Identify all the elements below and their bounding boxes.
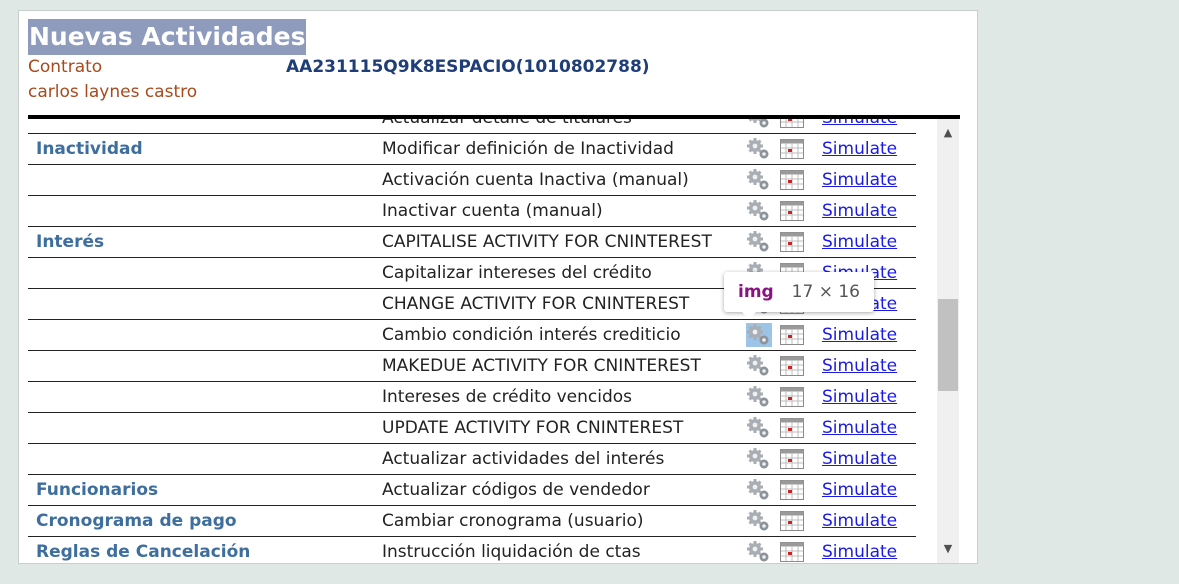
activity-description: Capitalizar intereses del crédito	[382, 257, 736, 289]
calendar-icon[interactable]	[780, 201, 804, 221]
scroll-up-arrow-icon[interactable]: ▲	[943, 126, 953, 139]
simulate-link[interactable]: Simulate	[822, 356, 898, 376]
activity-description: Inactivar cuenta (manual)	[382, 195, 736, 227]
calendar-icon[interactable]	[780, 542, 804, 562]
contract-value: AA231115Q9K8ESPACIO(1010802788)	[286, 57, 650, 77]
simulate-link[interactable]: Simulate	[822, 511, 898, 531]
simulate-link[interactable]: Simulate	[822, 325, 898, 345]
activity-description: CAPITALISE ACTIVITY FOR CNINTEREST	[382, 226, 736, 258]
simulate-link[interactable]: Simulate	[822, 418, 898, 438]
calendar-icon[interactable]	[780, 139, 804, 159]
activity-description: Actualizar actividades del interés	[382, 443, 736, 475]
gear-icon[interactable]	[746, 137, 772, 161]
activities-scroll-area[interactable]: Actualizar detalle de titularesSimulateI…	[28, 119, 936, 563]
simulate-link[interactable]: Simulate	[822, 542, 898, 562]
activity-description: Instrucción liquidación de ctas	[382, 536, 736, 563]
product-group-label: Funcionarios	[28, 474, 382, 506]
table-row: Inactivar cuenta (manual) Simulate	[28, 195, 916, 227]
table-row: Intereses de crédito vencidos Simulate	[28, 381, 916, 413]
activity-description: Cambiar cronograma (usuario)	[382, 505, 736, 537]
gear-icon[interactable]	[746, 119, 772, 130]
product-group-label	[28, 319, 382, 351]
page-title: Nuevas Actividades	[28, 19, 307, 55]
tooltip-size: 17 × 16	[791, 282, 860, 302]
table-row: Cambio condición interés crediticio Simul…	[28, 319, 916, 351]
gear-icon[interactable]	[746, 199, 772, 223]
gear-icon[interactable]	[746, 478, 772, 502]
scroll-down-arrow-icon[interactable]: ▼	[943, 542, 953, 555]
gear-icon[interactable]	[746, 230, 772, 254]
scrollbar-thumb[interactable]	[938, 299, 958, 391]
product-group-label	[28, 350, 382, 382]
activity-description: UPDATE ACTIVITY FOR CNINTEREST	[382, 412, 736, 444]
gear-icon[interactable]	[746, 323, 772, 347]
devtools-tooltip: img 17 × 16	[724, 272, 874, 319]
product-group-label	[28, 119, 382, 134]
activity-description: Actualizar detalle de titulares	[382, 119, 736, 134]
activity-description: Cambio condición interés crediticio	[382, 319, 736, 351]
simulate-link[interactable]: Simulate	[822, 139, 898, 159]
product-group-label	[28, 381, 382, 413]
simulate-link[interactable]: Simulate	[822, 119, 897, 128]
gear-icon[interactable]	[746, 385, 772, 409]
simulate-link[interactable]: Simulate	[822, 480, 898, 500]
calendar-icon[interactable]	[780, 387, 804, 407]
simulate-link[interactable]: Simulate	[822, 201, 898, 221]
gear-icon[interactable]	[746, 354, 772, 378]
tooltip-tag: img	[738, 282, 774, 302]
activity-description: Activación cuenta Inactiva (manual)	[382, 164, 736, 196]
calendar-icon[interactable]	[780, 325, 804, 345]
table-row: Actualizar actividades del interés Simula…	[28, 443, 916, 475]
table-row: MAKEDUE ACTIVITY FOR CNINTEREST Simulate	[28, 350, 916, 382]
product-group-label	[28, 195, 382, 227]
activity-description: CHANGE ACTIVITY FOR CNINTEREST	[382, 288, 736, 320]
customer-name: carlos laynes castro	[28, 82, 198, 102]
gear-icon[interactable]	[746, 509, 772, 533]
gear-icon[interactable]	[746, 416, 772, 440]
activity-description: MAKEDUE ACTIVITY FOR CNINTEREST	[382, 350, 736, 382]
calendar-icon[interactable]	[780, 170, 804, 190]
product-group-label	[28, 257, 382, 289]
calendar-icon[interactable]	[780, 119, 804, 128]
product-group-label: Cronograma de pago	[28, 505, 382, 537]
simulate-link[interactable]: Simulate	[822, 387, 898, 407]
simulate-link[interactable]: Simulate	[822, 449, 898, 469]
gear-icon[interactable]	[746, 540, 772, 563]
product-group-label: Interés	[28, 226, 382, 258]
product-group-label	[28, 164, 382, 196]
table-row: Activación cuenta Inactiva (manual) Simul…	[28, 164, 916, 196]
product-group-label: Inactividad	[28, 133, 382, 165]
contract-label: Contrato	[28, 57, 103, 77]
product-group-label	[28, 288, 382, 320]
gear-icon[interactable]	[746, 168, 772, 192]
header-divider	[28, 115, 960, 119]
activity-description: Modificar definición de Inactividad	[382, 133, 736, 165]
simulate-link[interactable]: Simulate	[822, 170, 898, 190]
calendar-icon[interactable]	[780, 356, 804, 376]
calendar-icon[interactable]	[780, 232, 804, 252]
vertical-scrollbar[interactable]: ▲ ▼	[937, 119, 959, 563]
product-group-label	[28, 412, 382, 444]
calendar-icon[interactable]	[780, 418, 804, 438]
calendar-icon[interactable]	[780, 480, 804, 500]
gear-icon[interactable]	[746, 447, 772, 471]
activity-description: Intereses de crédito vencidos	[382, 381, 736, 413]
calendar-icon[interactable]	[780, 511, 804, 531]
table-row: UPDATE ACTIVITY FOR CNINTEREST Simulate	[28, 412, 916, 444]
simulate-link[interactable]: Simulate	[822, 232, 898, 252]
activities-table: Actualizar detalle de titularesSimulateI…	[28, 119, 916, 563]
calendar-icon[interactable]	[780, 449, 804, 469]
product-group-label: Reglas de Cancelación	[28, 536, 382, 563]
table-row: Actualizar detalle de titulares Simulate	[28, 119, 916, 134]
product-group-label	[28, 443, 382, 475]
activity-description: Actualizar códigos de vendedor	[382, 474, 736, 506]
